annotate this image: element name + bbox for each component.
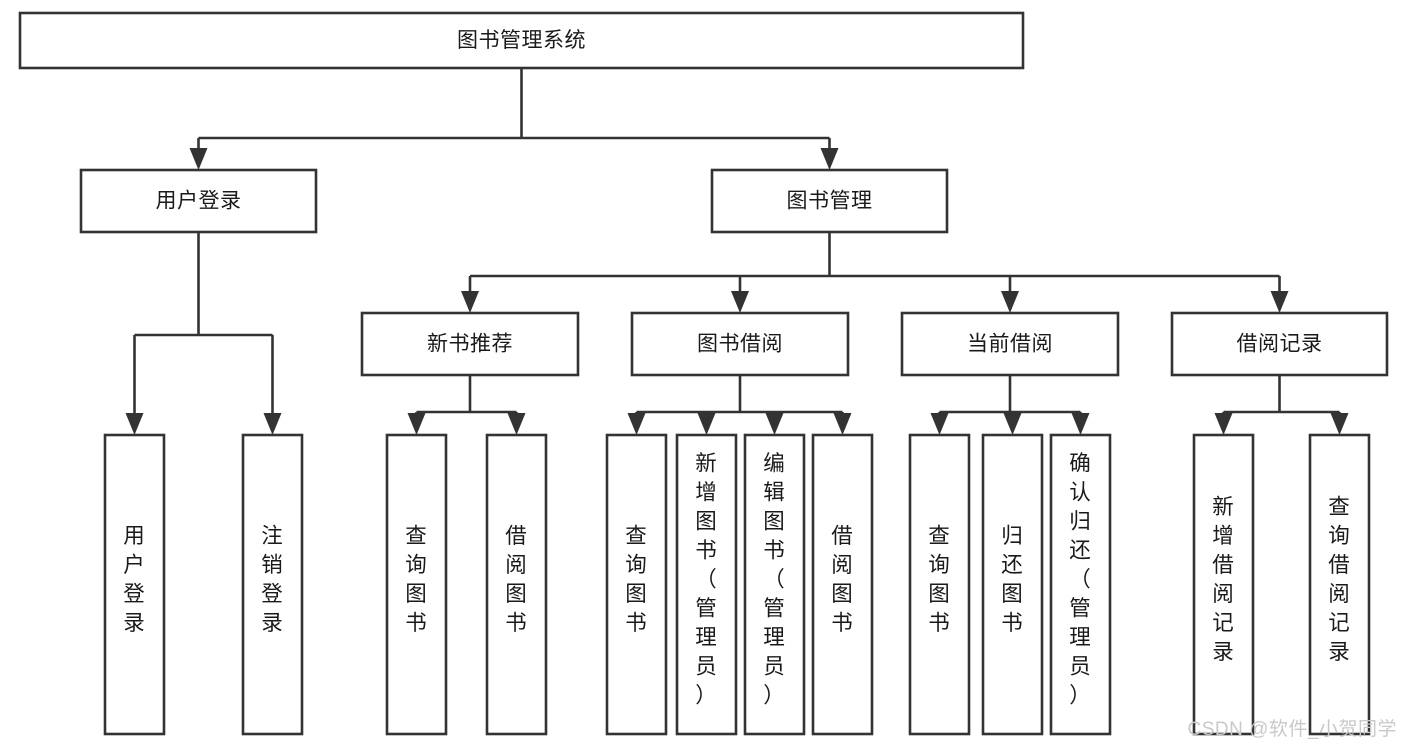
node-root[interactable]: 图书管理系统 [18, 11, 1025, 70]
node-box-book-manage [710, 168, 949, 234]
connector-layer [125, 68, 1349, 435]
leaf-leaf-add-book[interactable]: 新增图书（管理员） [675, 433, 738, 736]
node-label-user-login: 用户登录 [156, 190, 242, 213]
leaf-leaf-return-book[interactable]: 归还图书 [981, 433, 1044, 736]
leaf-label-leaf-add-record: 新增借阅记录 [1212, 495, 1235, 664]
leaf-leaf-query-book-1[interactable]: 查询图书 [385, 433, 448, 736]
connector-arrowhead [263, 413, 282, 435]
node-box-root [18, 11, 1025, 70]
node-box-user-login [79, 168, 318, 234]
node-box-new-book-rec [360, 311, 580, 377]
leaf-label-leaf-add-book: 新增图书（管理员） [695, 452, 718, 708]
connector-arrowhead [820, 148, 839, 170]
connector-arrowhead [189, 148, 208, 170]
connector-arrowhead [833, 413, 852, 435]
node-label-new-book-rec: 新书推荐 [427, 333, 513, 356]
leaf-box-leaf-borrow-book-1 [485, 433, 548, 736]
connector-arrowhead [1214, 413, 1233, 435]
leaf-box-leaf-query-book-1 [385, 433, 448, 736]
connector-arrowhead [697, 413, 716, 435]
leaf-label-leaf-query-book-3: 查询图书 [928, 524, 951, 635]
node-current-borrow[interactable]: 当前借阅 [900, 311, 1120, 377]
leaf-box-leaf-query-book-3 [908, 433, 971, 736]
leaf-leaf-borrow-book-1[interactable]: 借阅图书 [485, 433, 548, 736]
connector-arrowhead [461, 291, 479, 313]
connector-arrowhead [627, 413, 646, 435]
connector-arrowhead [507, 413, 526, 435]
leaf-box-leaf-edit-book [743, 433, 806, 736]
leaf-label-leaf-user-logout: 注销登录 [261, 524, 284, 635]
node-label-book-manage: 图书管理 [787, 190, 873, 213]
connector-arrowhead [407, 413, 426, 435]
leaf-label-leaf-user-login: 用户登录 [123, 524, 146, 635]
node-label-book-borrow: 图书借阅 [697, 333, 783, 356]
leaf-box-leaf-user-logout [241, 433, 304, 736]
connector-arrowhead [765, 413, 784, 435]
leaf-box-leaf-query-record [1308, 433, 1371, 736]
node-box-borrow-record [1170, 311, 1389, 377]
connector-arrowhead [1330, 413, 1349, 435]
leaf-label-leaf-borrow-book-2: 借阅图书 [831, 524, 854, 635]
node-new-book-rec[interactable]: 新书推荐 [360, 311, 580, 377]
leaf-leaf-confirm-return[interactable]: 确认归还（管理员） [1049, 433, 1112, 736]
leaf-leaf-query-record[interactable]: 查询借阅记录 [1308, 433, 1371, 736]
leaf-label-leaf-query-book-2: 查询图书 [625, 524, 648, 635]
node-user-login[interactable]: 用户登录 [79, 168, 318, 234]
leaf-leaf-query-book-2[interactable]: 查询图书 [605, 433, 668, 736]
node-box-book-borrow [630, 311, 850, 377]
connector-arrowhead [1003, 413, 1022, 435]
leaf-box-leaf-query-book-2 [605, 433, 668, 736]
node-layer: 图书管理系统用户登录图书管理新书推荐图书借阅当前借阅借阅记录用户登录注销登录查询… [18, 11, 1389, 736]
leaf-label-leaf-query-record: 查询借阅记录 [1328, 495, 1351, 664]
connector-arrowhead [1270, 291, 1289, 313]
leaf-box-leaf-borrow-book-2 [811, 433, 874, 736]
leaf-leaf-edit-book[interactable]: 编辑图书（管理员） [743, 433, 806, 736]
node-label-root: 图书管理系统 [457, 29, 586, 52]
connector-arrowhead [1071, 413, 1090, 435]
leaf-box-leaf-add-record [1192, 433, 1255, 736]
connector-arrowhead [930, 413, 949, 435]
leaf-box-leaf-add-book [675, 433, 738, 736]
node-borrow-record[interactable]: 借阅记录 [1170, 311, 1389, 377]
leaf-box-leaf-user-login [103, 433, 166, 736]
node-label-borrow-record: 借阅记录 [1237, 333, 1323, 356]
leaf-label-leaf-return-book: 归还图书 [1001, 524, 1024, 635]
leaf-label-leaf-query-book-1: 查询图书 [405, 524, 428, 635]
connector-arrowhead [731, 291, 749, 313]
leaf-label-leaf-borrow-book-1: 借阅图书 [505, 524, 528, 635]
node-box-current-borrow [900, 311, 1120, 377]
connector-arrowhead [1001, 291, 1019, 313]
leaf-leaf-add-record[interactable]: 新增借阅记录 [1192, 433, 1255, 736]
leaf-leaf-query-book-3[interactable]: 查询图书 [908, 433, 971, 736]
leaf-box-leaf-confirm-return [1049, 433, 1112, 736]
node-label-current-borrow: 当前借阅 [967, 333, 1053, 356]
leaf-leaf-borrow-book-2[interactable]: 借阅图书 [811, 433, 874, 736]
leaf-leaf-user-login[interactable]: 用户登录 [103, 433, 166, 736]
leaf-box-leaf-return-book [981, 433, 1044, 736]
node-book-manage[interactable]: 图书管理 [710, 168, 949, 234]
leaf-label-leaf-confirm-return: 确认归还（管理员） [1069, 452, 1092, 708]
node-book-borrow[interactable]: 图书借阅 [630, 311, 850, 377]
connector-arrowhead [125, 413, 144, 435]
leaf-leaf-user-logout[interactable]: 注销登录 [241, 433, 304, 736]
leaf-label-leaf-edit-book: 编辑图书（管理员） [763, 452, 786, 708]
